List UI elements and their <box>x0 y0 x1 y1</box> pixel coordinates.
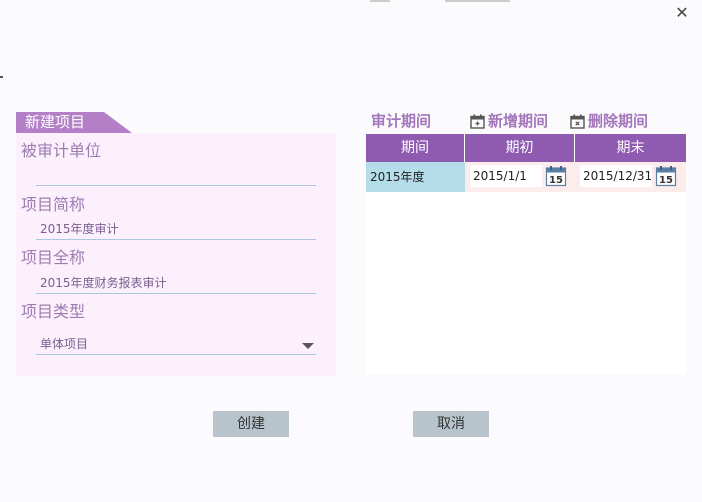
calendar-icon[interactable]: 15 <box>545 165 567 187</box>
add-period-label: 新增期间 <box>488 112 549 130</box>
end-date-cell: 2015/12/31 15 <box>575 162 686 192</box>
add-period-button[interactable]: 新增期间 <box>470 110 548 132</box>
period-grid: 期间 期初 期末 2015年度 2015/1/1 15 2015/12/31 1… <box>366 134 686 374</box>
period-cell[interactable]: 2015年度 <box>366 162 465 192</box>
chevron-down-icon <box>302 343 314 349</box>
project-full-name-label: 项目全称 <box>21 248 86 267</box>
project-type-select[interactable]: 单体项目 <box>36 335 316 355</box>
start-date-cell: 2015/1/1 15 <box>465 162 575 192</box>
audited-entity-label: 被审计单位 <box>21 141 102 160</box>
calendar-remove-icon <box>570 114 585 129</box>
project-short-name-input[interactable]: 2015年度审计 <box>36 220 316 240</box>
calendar-day: 15 <box>549 175 563 186</box>
top-edge-mark <box>370 0 390 2</box>
project-short-name-label: 项目简称 <box>21 195 86 214</box>
delete-period-button[interactable]: 删除期间 <box>570 110 648 132</box>
project-full-name-input[interactable]: 2015年度财务报表审计 <box>36 274 316 294</box>
top-edge-mark <box>445 0 510 2</box>
column-header-period: 期间 <box>366 134 465 162</box>
delete-period-label: 删除期间 <box>588 112 649 130</box>
start-date-input[interactable]: 2015/1/1 <box>470 165 542 187</box>
project-type-value: 单体项目 <box>40 337 89 351</box>
project-type-label: 项目类型 <box>21 302 86 321</box>
calendar-day: 15 <box>659 175 673 186</box>
cancel-button[interactable]: 取消 <box>413 411 489 437</box>
column-header-start: 期初 <box>465 134 575 162</box>
grid-header: 期间 期初 期末 <box>366 134 686 162</box>
audit-period-title: 审计期间 <box>371 112 432 130</box>
calendar-icon[interactable]: 15 <box>655 165 677 187</box>
column-header-end: 期末 <box>616 140 645 156</box>
close-button[interactable]: ✕ <box>674 4 690 22</box>
new-project-tab: 新建项目 <box>16 112 132 133</box>
edge-tick <box>0 76 3 78</box>
create-button[interactable]: 创建 <box>213 411 289 437</box>
close-icon: ✕ <box>675 3 689 22</box>
table-row[interactable]: 2015年度 2015/1/1 15 2015/12/31 15 <box>366 162 686 192</box>
calendar-icon <box>470 114 485 129</box>
new-project-panel: 被审计单位 项目简称 2015年度审计 项目全称 2015年度财务报表审计 项目… <box>16 133 336 376</box>
audited-entity-input[interactable] <box>36 166 316 186</box>
end-date-input[interactable]: 2015/12/31 <box>580 165 652 187</box>
